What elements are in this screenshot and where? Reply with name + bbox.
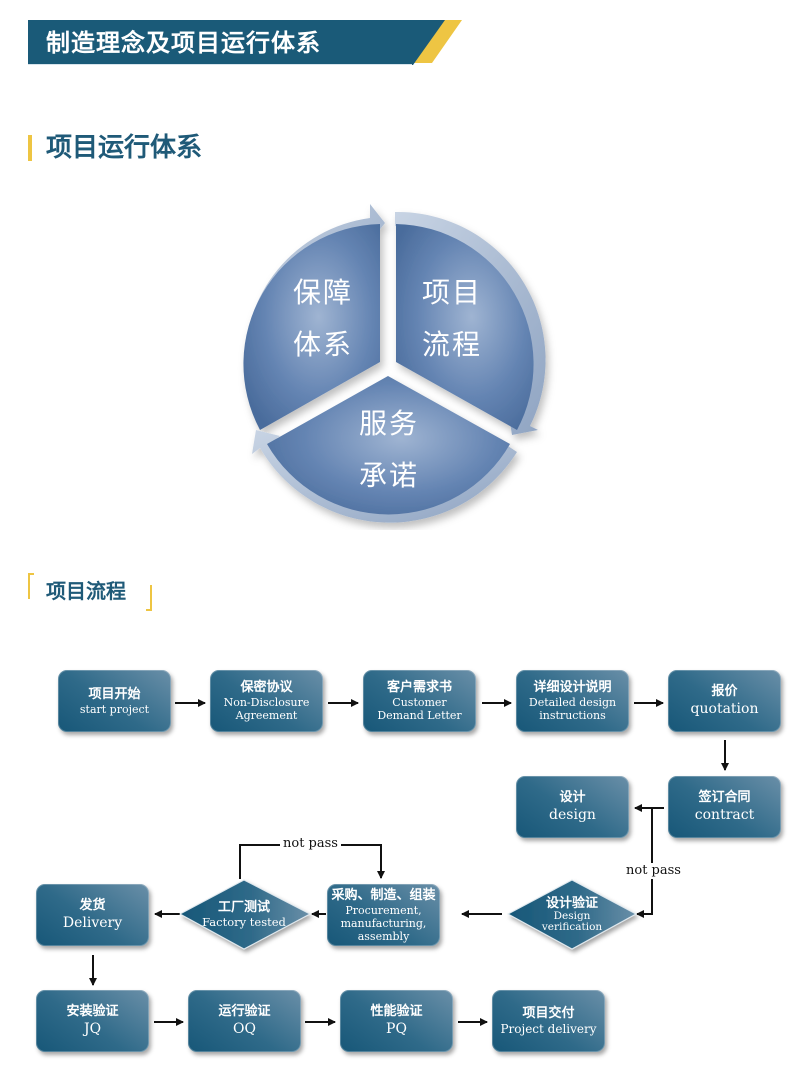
- step-label-en: Agreement: [235, 709, 298, 722]
- step-label-en: manufacturing,: [340, 916, 427, 930]
- cycle-label-service: 服务 承诺: [344, 405, 434, 495]
- step-customer-demand: 客户需求书 Customer Demand Letter: [363, 670, 476, 732]
- step-label-en: JQ: [83, 1021, 102, 1037]
- step-label-en: Customer: [392, 696, 447, 709]
- step-nda: 保密协议 Non-Disclosure Agreement: [210, 670, 323, 732]
- banner-title: 制造理念及项目运行体系: [46, 29, 321, 57]
- cycle-label-process: 项目 流程: [407, 274, 497, 364]
- step-label-zh: 工厂测试: [217, 900, 270, 915]
- heading-bracket-left: [28, 573, 34, 599]
- section-title-operation-system: 项目运行体系: [46, 133, 203, 163]
- step-label-zh: 报价: [711, 684, 738, 699]
- cycle-label-line: 项目: [421, 276, 482, 309]
- step-label-en: Detailed design: [528, 696, 617, 709]
- step-label-zh: 运行验证: [218, 1004, 271, 1019]
- cycle-diagram: [243, 204, 546, 523]
- section-accent-bar: [28, 135, 32, 161]
- step-label-en: OQ: [233, 1021, 256, 1037]
- step-label-zh: 设计: [559, 790, 586, 805]
- step-label-en: Design: [553, 910, 591, 922]
- header-banner: [28, 20, 462, 65]
- not-pass-label-verification: not pass: [623, 863, 684, 879]
- step-label-en: contract: [694, 807, 755, 823]
- step-label-zh: 性能验证: [370, 1004, 423, 1019]
- step-start-project: 项目开始 start project: [58, 670, 171, 732]
- step-contract: 签订合同 contract: [668, 776, 781, 838]
- cycle-label-line: 保障: [292, 276, 353, 309]
- step-label-zh: 项目交付: [522, 1005, 575, 1021]
- cycle-segment-service: [267, 376, 510, 515]
- cycle-label-line: 服务: [358, 407, 419, 440]
- cycle-label-line: 流程: [421, 328, 482, 361]
- step-label-en: instructions: [539, 709, 606, 722]
- step-label-zh: 签订合同: [698, 790, 751, 805]
- step-design: 设计 design: [516, 776, 629, 838]
- cycle-arrow-ring-2: [395, 211, 546, 435]
- step-label-en: design: [549, 807, 596, 823]
- step-label-en: Project delivery: [500, 1021, 597, 1036]
- cycle-label-line: 体系: [292, 328, 353, 361]
- heading-bracket-right: [146, 585, 152, 611]
- step-pq: 性能验证 PQ: [340, 990, 453, 1052]
- cycle-label-line: 承诺: [358, 459, 419, 492]
- step-label-zh: 保密协议: [240, 680, 293, 695]
- step-label-en: assembly: [357, 929, 410, 943]
- step-jq: 安装验证 JQ: [36, 990, 149, 1052]
- banner-accent-stripe: [410, 20, 462, 63]
- step-label-zh: 客户需求书: [386, 680, 452, 695]
- step-quotation: 报价 quotation: [668, 670, 781, 732]
- step-label-en: Non-Disclosure: [223, 696, 310, 709]
- step-detailed-design: 详细设计说明 Detailed design instructions: [516, 670, 629, 732]
- step-label-en: Procurement,: [345, 903, 422, 917]
- section-title-project-flow: 项目流程: [46, 579, 126, 603]
- step-label-zh: 详细设计说明: [533, 680, 612, 695]
- decision-factory-tested: 工厂测试 Factory tested: [190, 900, 298, 929]
- step-label-en: PQ: [386, 1021, 407, 1037]
- step-delivery: 发货 Delivery: [36, 884, 149, 946]
- step-label-zh: 采购、制造、组装: [331, 887, 436, 903]
- cycle-segment-assurance: [243, 224, 380, 430]
- step-oq: 运行验证 OQ: [188, 990, 301, 1052]
- arrow-not-pass-to-verification: [636, 808, 653, 918]
- step-label-en: Demand Letter: [377, 709, 462, 722]
- step-project-delivery: 项目交付 Project delivery: [492, 990, 605, 1052]
- banner-background: [28, 20, 445, 65]
- step-procurement: 采购、制造、组装 Procurement, manufacturing, ass…: [327, 884, 440, 946]
- not-pass-label-factory: not pass: [280, 836, 341, 852]
- step-label-zh: 设计验证: [545, 896, 598, 911]
- decision-design-verification: 设计验证 Design verification: [522, 896, 622, 933]
- step-label-en: quotation: [690, 701, 759, 717]
- step-label-zh: 安装验证: [66, 1004, 119, 1019]
- step-label-zh: 发货: [79, 898, 106, 913]
- step-label-en: start project: [79, 702, 150, 716]
- cycle-segment-process: [396, 224, 534, 430]
- step-label-en: Delivery: [62, 915, 123, 931]
- step-label-zh: 项目开始: [88, 686, 141, 702]
- cycle-label-assurance: 保障 体系: [278, 274, 368, 364]
- step-label-en: verification: [541, 921, 603, 933]
- step-label-en: Factory tested: [202, 915, 286, 929]
